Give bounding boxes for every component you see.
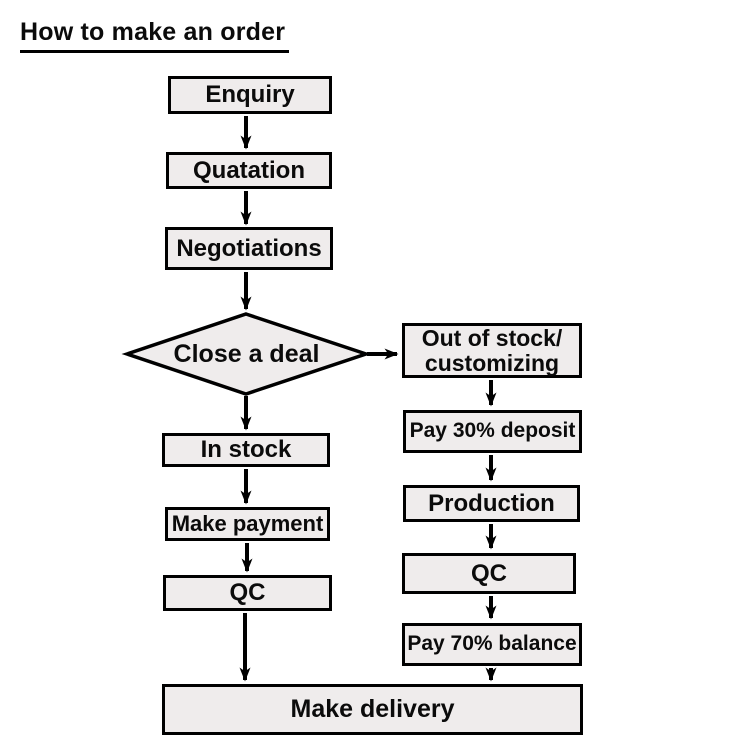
page-title: How to make an order xyxy=(20,18,290,53)
node-in-stock: In stock xyxy=(162,433,330,467)
node-pay-70-balance: Pay 70% balance xyxy=(402,623,582,666)
node-make-delivery: Make delivery xyxy=(162,684,583,735)
out-of-stock-line2: customizing xyxy=(424,349,560,376)
node-close-a-deal-label: Close a deal xyxy=(173,339,320,368)
node-quatation: Quatation xyxy=(166,152,332,189)
node-production: Production xyxy=(403,485,580,522)
node-out-of-stock-customizing: Out of stock/ customizing xyxy=(402,323,582,378)
node-pay-30-deposit: Pay 30% deposit xyxy=(403,410,582,453)
decision-diamond-close-a-deal xyxy=(121,312,372,396)
node-qc-custom: QC xyxy=(402,553,576,594)
node-out-of-stock-text: Out of stock/ customizing xyxy=(422,326,563,374)
node-enquiry: Enquiry xyxy=(168,76,332,114)
node-qc-in-stock: QC xyxy=(163,575,332,611)
node-negotiations: Negotiations xyxy=(165,227,333,270)
node-make-payment: Make payment xyxy=(165,507,330,541)
out-of-stock-line1: Out of stock/ xyxy=(421,325,563,352)
